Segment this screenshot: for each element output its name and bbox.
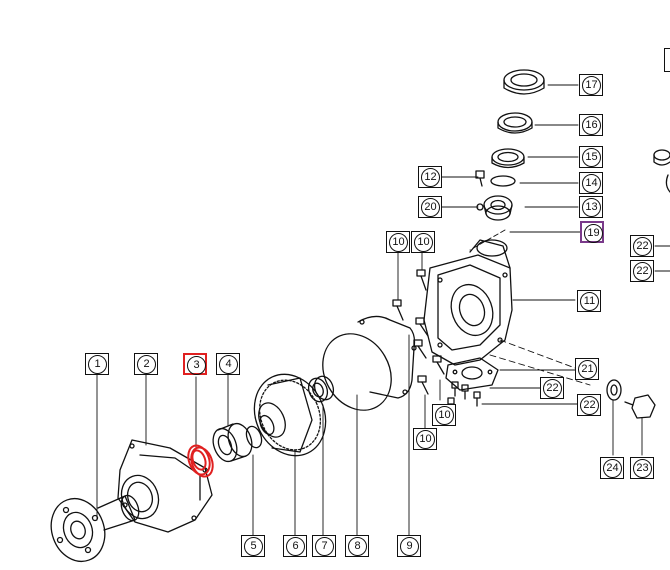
part-4-bearing xyxy=(212,422,253,463)
callout-21[interactable]: 21 xyxy=(575,358,599,380)
callout-3-selected[interactable]: 3 xyxy=(183,353,207,375)
part-6-ring-gear xyxy=(253,373,327,457)
part-10-bolts xyxy=(392,269,445,395)
callout-17[interactable]: 17 xyxy=(579,74,603,96)
callout-label: 10 xyxy=(435,406,454,425)
part-7-carrier-bearing xyxy=(307,375,335,403)
part-20-small-ring xyxy=(476,203,484,211)
callout-16[interactable]: 16 xyxy=(579,114,603,136)
callout-label: 16 xyxy=(582,116,601,135)
callout-label: 3 xyxy=(187,356,206,375)
callout-10-c[interactable]: 10 xyxy=(432,404,456,426)
callout-label: 6 xyxy=(286,537,305,556)
leader-lines xyxy=(96,84,670,536)
callout-14[interactable]: 14 xyxy=(579,172,603,194)
callout-label: 14 xyxy=(582,174,601,193)
callout-8[interactable]: 8 xyxy=(345,535,369,557)
callout-4[interactable]: 4 xyxy=(216,353,240,375)
partial-callout-edge xyxy=(664,48,670,72)
callout-label: 9 xyxy=(400,537,419,556)
callout-19-highlighted[interactable]: 19 xyxy=(580,221,604,243)
callout-15[interactable]: 15 xyxy=(579,146,603,168)
callout-label: 21 xyxy=(578,360,597,379)
callout-label: 23 xyxy=(633,459,652,478)
callout-10-a[interactable]: 10 xyxy=(386,231,410,253)
callout-22-b[interactable]: 22 xyxy=(577,394,601,416)
callout-7[interactable]: 7 xyxy=(312,535,336,557)
part-15-bearing-ring xyxy=(491,148,525,169)
callout-label: 22 xyxy=(633,262,652,281)
callout-label: 8 xyxy=(348,537,367,556)
callout-label: 24 xyxy=(603,459,622,478)
callout-2[interactable]: 2 xyxy=(134,353,158,375)
callout-label: 22 xyxy=(633,237,652,256)
part-8-o-ring xyxy=(322,333,392,411)
callout-label: 19 xyxy=(584,224,603,243)
part-17-cap-seal xyxy=(503,69,545,95)
callout-label: 10 xyxy=(416,430,435,449)
callout-label: 1 xyxy=(88,355,107,374)
callout-label: 12 xyxy=(421,168,440,187)
callout-label: 22 xyxy=(580,396,599,415)
callout-5[interactable]: 5 xyxy=(241,535,265,557)
callout-label: 2 xyxy=(137,355,156,374)
callout-10-b[interactable]: 10 xyxy=(411,231,435,253)
part-9-gasket xyxy=(357,315,417,399)
part-13-shaft-bearing xyxy=(483,195,513,221)
callout-23[interactable]: 23 xyxy=(630,457,654,479)
part-11-main-housing xyxy=(423,239,513,366)
callout-11[interactable]: 11 xyxy=(577,290,601,312)
part-14-clip xyxy=(490,175,516,187)
callout-label: 10 xyxy=(414,233,433,252)
callout-20[interactable]: 20 xyxy=(418,196,442,218)
part-19-o-ring xyxy=(476,239,508,257)
callout-22-a[interactable]: 22 xyxy=(540,377,564,399)
part-5-snap-ring xyxy=(245,425,263,449)
part-3-seal-selected xyxy=(187,444,214,478)
callout-9[interactable]: 9 xyxy=(397,535,421,557)
part-1-pinion-flange xyxy=(50,494,140,563)
part-23-plug xyxy=(624,394,656,419)
callout-label: 5 xyxy=(244,537,263,556)
part-21-cover-plate xyxy=(445,357,499,391)
part-16-seal xyxy=(497,112,533,134)
callout-label: 7 xyxy=(315,537,334,556)
callout-24[interactable]: 24 xyxy=(600,457,624,479)
callout-label: 10 xyxy=(389,233,408,252)
callout-label: 20 xyxy=(421,198,440,217)
callout-label: 22 xyxy=(543,379,562,398)
callout-6[interactable]: 6 xyxy=(283,535,307,557)
callout-label: 13 xyxy=(582,198,601,217)
partial-part-right-edge xyxy=(653,149,670,193)
part-24-washer xyxy=(606,379,622,401)
part-12-screw xyxy=(475,170,485,187)
callout-22-c[interactable]: 22 xyxy=(630,235,654,257)
callout-22-d[interactable]: 22 xyxy=(630,260,654,282)
callout-12[interactable]: 12 xyxy=(418,166,442,188)
callout-label: 4 xyxy=(219,355,238,374)
callout-label: 11 xyxy=(580,292,599,311)
callout-label: 15 xyxy=(582,148,601,167)
part-2-axle-housing-cover xyxy=(117,439,213,533)
callout-label: 17 xyxy=(582,76,601,95)
callout-10-d[interactable]: 10 xyxy=(413,428,437,450)
callout-13[interactable]: 13 xyxy=(579,196,603,218)
callout-1[interactable]: 1 xyxy=(85,353,109,375)
